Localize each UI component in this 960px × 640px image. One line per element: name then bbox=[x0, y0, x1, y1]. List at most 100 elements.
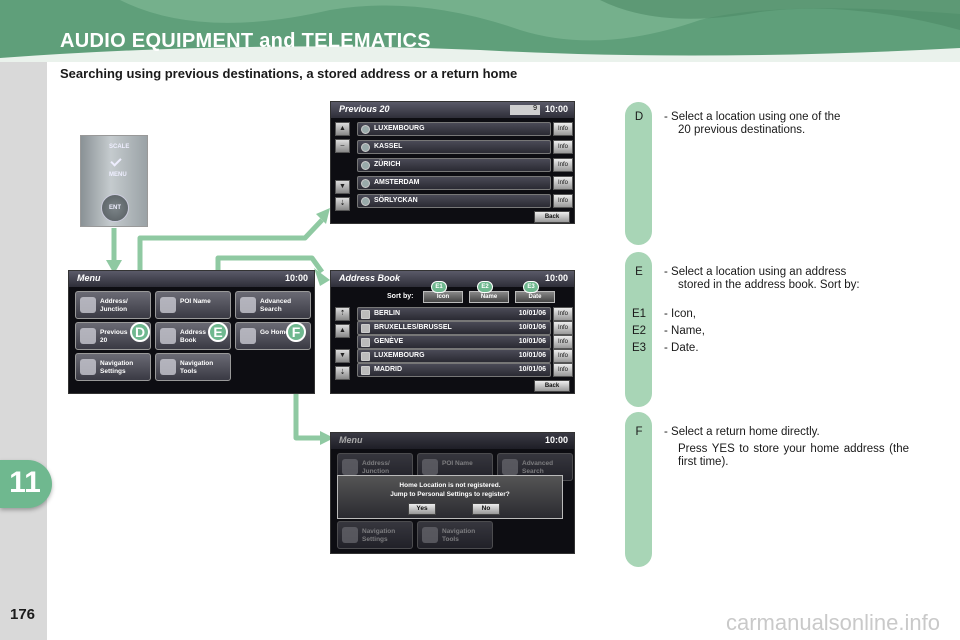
menu-tile-navigation-tools: Navigation Tools bbox=[417, 521, 493, 549]
scroll-bottom-icon[interactable]: ⇣ bbox=[335, 197, 350, 211]
screen-title: Menu bbox=[339, 435, 363, 445]
screen-title: Previous 20 bbox=[339, 104, 390, 114]
screen-title: Address Book bbox=[339, 273, 401, 283]
menu-screen: Menu 10:00 Address/ Junction POI Name Ad… bbox=[68, 270, 315, 394]
page-number: 176 bbox=[10, 606, 36, 623]
info-button[interactable]: Info bbox=[553, 363, 573, 377]
info-button[interactable]: Info bbox=[553, 176, 573, 190]
advanced-search-icon bbox=[240, 297, 256, 313]
callout-d: D bbox=[130, 322, 150, 342]
scroll-down-icon[interactable]: ▼ bbox=[335, 180, 350, 194]
callout-e2: E2 bbox=[477, 281, 493, 293]
list-item[interactable]: LUXEMBOURG bbox=[357, 122, 551, 136]
note-pill-e bbox=[625, 252, 652, 407]
menu-tile-navigation-settings: Navigation Settings bbox=[337, 521, 413, 549]
address-icon bbox=[80, 297, 96, 313]
note-text: - Date. bbox=[664, 342, 699, 354]
sort-date-button[interactable]: Date bbox=[515, 291, 555, 303]
ent-key-label: ENT bbox=[109, 205, 121, 211]
no-button[interactable]: No bbox=[472, 503, 500, 515]
note-text: - Select a return home directly. bbox=[664, 426, 820, 438]
sort-by-label: Sort by: bbox=[387, 293, 414, 300]
callout-e1: E1 bbox=[431, 281, 447, 293]
list-item[interactable]: AMSTERDAM bbox=[357, 176, 551, 190]
info-button[interactable]: Info bbox=[553, 158, 573, 172]
scroll-bottom-icon[interactable]: ⇣ bbox=[335, 366, 350, 380]
left-margin-strip bbox=[0, 62, 47, 640]
scroll-down-icon[interactable]: ▼ bbox=[335, 349, 350, 363]
note-pill-f bbox=[625, 412, 652, 567]
menu-tile-advanced-search[interactable]: Advanced Search bbox=[235, 291, 311, 319]
settings-icon bbox=[80, 359, 96, 375]
sort-bar: Sort by: Icon Name Date bbox=[357, 290, 555, 304]
poi-icon bbox=[160, 297, 176, 313]
scroll-up-icon[interactable]: ▲ bbox=[335, 324, 350, 338]
menu-tile-navigation-tools[interactable]: Navigation Tools bbox=[155, 353, 231, 381]
sort-icon-button[interactable]: Icon bbox=[423, 291, 463, 303]
screen-clock: 10:00 bbox=[544, 435, 568, 445]
scroll-buttons: ▲ – bbox=[335, 122, 351, 156]
info-button[interactable]: Info bbox=[553, 307, 573, 321]
location-icon bbox=[361, 125, 370, 134]
info-button[interactable]: Info bbox=[553, 122, 573, 136]
callout-e: E bbox=[208, 322, 228, 342]
info-button[interactable]: Info bbox=[553, 349, 573, 363]
list-item[interactable]: ZÜRICH bbox=[357, 158, 551, 172]
menu-tile-address-junction[interactable]: Address/ Junction bbox=[75, 291, 151, 319]
scroll-minus-icon[interactable]: – bbox=[335, 139, 350, 153]
pencil-icon bbox=[361, 366, 370, 375]
info-button[interactable]: Info bbox=[553, 194, 573, 208]
menu-tile-poi-name[interactable]: POI Name bbox=[155, 291, 231, 319]
location-icon bbox=[361, 197, 370, 206]
previous-icon bbox=[80, 328, 96, 344]
back-button[interactable]: Back bbox=[534, 211, 570, 223]
note-key: E2 bbox=[631, 325, 647, 337]
note-e1: E1 - Icon, bbox=[624, 308, 914, 323]
note-text-continued: stored in the address book. Sort by: bbox=[678, 279, 860, 291]
note-key: E bbox=[635, 266, 643, 278]
note-key: D bbox=[634, 111, 644, 123]
address-book-screen: Address Book 10:00 Sort by: Icon Name Da… bbox=[330, 270, 575, 394]
info-button[interactable]: Info bbox=[553, 321, 573, 335]
note-text-continued: 20 previous destinations. bbox=[678, 124, 806, 136]
note-text: - Name, bbox=[664, 325, 705, 337]
page-indicator: 9 bbox=[510, 105, 540, 115]
info-button[interactable]: Info bbox=[553, 335, 573, 349]
section-title: Searching using previous destinations, a… bbox=[60, 66, 518, 81]
yes-button[interactable]: Yes bbox=[408, 503, 436, 515]
scroll-buttons: ⇡ ▲ bbox=[335, 307, 351, 341]
scroll-top-icon[interactable]: ▲ bbox=[335, 122, 350, 136]
back-button[interactable]: Back bbox=[534, 380, 570, 392]
screen-titlebar: Previous 20 9 10:00 bbox=[331, 102, 574, 118]
note-text: - Select a location using an address bbox=[664, 266, 847, 278]
tools-icon bbox=[160, 359, 176, 375]
control-unit-photo: SCALE MENU ENT bbox=[80, 135, 148, 227]
home-not-registered-dialog: Home Location is not registered. Jump to… bbox=[337, 475, 563, 519]
location-icon bbox=[361, 161, 370, 170]
address-book-icon bbox=[160, 328, 176, 344]
watermark: carmanualsonline.info bbox=[725, 610, 940, 635]
home-registration-screen: Menu 10:00 Address/ Junction POI Name Ad… bbox=[330, 432, 575, 554]
menu-tile-navigation-settings[interactable]: Navigation Settings bbox=[75, 353, 151, 381]
sort-name-button[interactable]: Name bbox=[469, 291, 509, 303]
note-f: F - Select a return home directly.Press … bbox=[624, 426, 914, 476]
note-e3: E3 - Date. bbox=[624, 342, 914, 357]
list-item[interactable]: SÖRLYCKAN bbox=[357, 194, 551, 208]
note-text: - Icon, bbox=[664, 308, 696, 320]
list-item[interactable]: KASSEL bbox=[357, 140, 551, 154]
note-key: E1 bbox=[631, 308, 647, 320]
scroll-top-icon[interactable]: ⇡ bbox=[335, 307, 350, 321]
pencil-icon bbox=[361, 310, 370, 319]
note-e2: E2 - Name, bbox=[624, 325, 914, 340]
screen-titlebar: Address Book 10:00 bbox=[331, 271, 574, 287]
screen-titlebar: Menu 10:00 bbox=[331, 433, 574, 449]
menu-key-label: MENU bbox=[109, 172, 127, 178]
previous-20-screen: Previous 20 9 10:00 ▲ – ▼ ⇣ LUXEMBOURG K… bbox=[330, 101, 575, 224]
info-button[interactable]: Info bbox=[553, 140, 573, 154]
